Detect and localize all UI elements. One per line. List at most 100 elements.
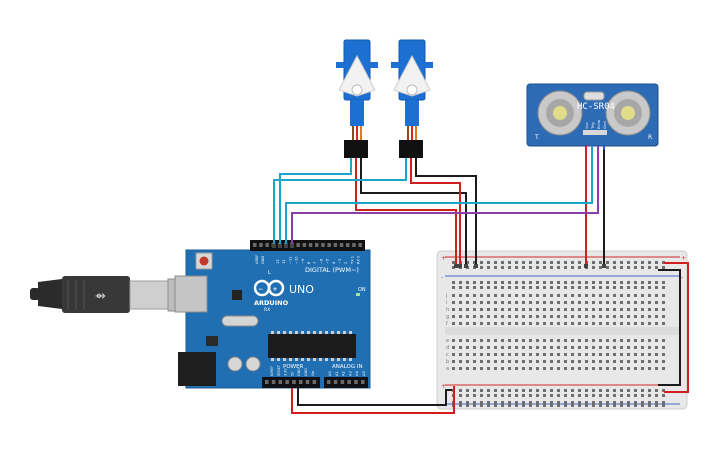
breadboard-hole[interactable] xyxy=(627,339,630,342)
rail-hole[interactable] xyxy=(627,401,630,404)
breadboard-hole[interactable] xyxy=(487,308,490,311)
rail-hole[interactable] xyxy=(473,286,476,289)
breadboard-hole[interactable] xyxy=(529,322,532,325)
breadboard-hole[interactable] xyxy=(515,294,518,297)
rail-hole[interactable] xyxy=(585,286,588,289)
breadboard-hole[interactable] xyxy=(578,308,581,311)
breadboard-hole[interactable] xyxy=(564,353,567,356)
rail-hole[interactable] xyxy=(578,286,581,289)
rail-hole[interactable] xyxy=(606,401,609,404)
header-pin[interactable] xyxy=(327,243,331,247)
breadboard-hole[interactable] xyxy=(557,360,560,363)
rail-hole[interactable] xyxy=(627,404,630,407)
breadboard-hole[interactable] xyxy=(648,322,651,325)
breadboard-hole[interactable] xyxy=(599,322,602,325)
breadboard-hole[interactable] xyxy=(662,353,665,356)
rail-hole[interactable] xyxy=(585,394,588,397)
breadboard-hole[interactable] xyxy=(557,301,560,304)
breadboard-hole[interactable] xyxy=(508,339,511,342)
breadboard-hole[interactable] xyxy=(564,367,567,370)
rail-hole[interactable] xyxy=(613,281,616,284)
breadboard-hole[interactable] xyxy=(550,367,553,370)
breadboard-hole[interactable] xyxy=(466,367,469,370)
breadboard-hole[interactable] xyxy=(613,294,616,297)
breadboard-hole[interactable] xyxy=(613,301,616,304)
breadboard-hole[interactable] xyxy=(585,339,588,342)
breadboard-hole[interactable] xyxy=(508,315,511,318)
rail-hole[interactable] xyxy=(557,266,560,269)
breadboard-hole[interactable] xyxy=(634,339,637,342)
breadboard-hole[interactable] xyxy=(606,294,609,297)
rail-hole[interactable] xyxy=(494,261,497,264)
rail-hole[interactable] xyxy=(543,281,546,284)
rail-hole[interactable] xyxy=(480,404,483,407)
breadboard-hole[interactable] xyxy=(536,308,539,311)
breadboard-hole[interactable] xyxy=(613,322,616,325)
breadboard-hole[interactable] xyxy=(592,367,595,370)
rail-hole[interactable] xyxy=(564,266,567,269)
breadboard-hole[interactable] xyxy=(578,322,581,325)
wire-servo2-signal[interactable] xyxy=(273,158,407,246)
breadboard-hole[interactable] xyxy=(557,315,560,318)
breadboard-hole[interactable] xyxy=(620,322,623,325)
rail-hole[interactable] xyxy=(557,401,560,404)
header-pin[interactable] xyxy=(361,380,365,384)
breadboard-hole[interactable] xyxy=(606,315,609,318)
rail-hole[interactable] xyxy=(536,401,539,404)
rail-hole[interactable] xyxy=(606,404,609,407)
breadboard-hole[interactable] xyxy=(466,322,469,325)
rail-hole[interactable] xyxy=(522,389,525,392)
wire-arduino-5v[interactable] xyxy=(291,386,455,414)
header-pin[interactable] xyxy=(265,380,269,384)
breadboard-hole[interactable] xyxy=(585,346,588,349)
breadboard-hole[interactable] xyxy=(634,308,637,311)
breadboard-hole[interactable] xyxy=(648,315,651,318)
breadboard-hole[interactable] xyxy=(655,322,658,325)
rail-hole[interactable] xyxy=(592,401,595,404)
breadboard-hole[interactable] xyxy=(529,294,532,297)
breadboard-hole[interactable] xyxy=(634,346,637,349)
breadboard-hole[interactable] xyxy=(543,322,546,325)
breadboard-hole[interactable] xyxy=(550,360,553,363)
breadboard-hole[interactable] xyxy=(480,339,483,342)
breadboard-hole[interactable] xyxy=(452,360,455,363)
header-pin[interactable] xyxy=(299,380,303,384)
rail-hole[interactable] xyxy=(501,389,504,392)
breadboard-hole[interactable] xyxy=(578,315,581,318)
rail-hole[interactable] xyxy=(578,394,581,397)
rail-hole[interactable] xyxy=(522,261,525,264)
rail-hole[interactable] xyxy=(501,266,504,269)
breadboard-hole[interactable] xyxy=(613,339,616,342)
breadboard-hole[interactable] xyxy=(515,367,518,370)
header-pin[interactable] xyxy=(333,243,338,247)
rail-hole[interactable] xyxy=(529,404,532,407)
rail-hole[interactable] xyxy=(508,281,511,284)
rail-hole[interactable] xyxy=(599,404,602,407)
breadboard-hole[interactable] xyxy=(571,360,574,363)
rail-hole[interactable] xyxy=(522,286,525,289)
rail-hole[interactable] xyxy=(620,394,623,397)
breadboard-hole[interactable] xyxy=(543,367,546,370)
rail-hole[interactable] xyxy=(452,266,455,269)
rail-hole[interactable] xyxy=(494,266,497,269)
rail-hole[interactable] xyxy=(571,401,574,404)
breadboard-hole[interactable] xyxy=(494,322,497,325)
rail-hole[interactable] xyxy=(662,286,665,289)
rail-hole[interactable] xyxy=(550,266,553,269)
breadboard-hole[interactable] xyxy=(522,353,525,356)
breadboard-hole[interactable] xyxy=(634,360,637,363)
rail-hole[interactable] xyxy=(641,261,644,264)
rail-hole[interactable] xyxy=(452,281,455,284)
rail-hole[interactable] xyxy=(592,286,595,289)
rail-hole[interactable] xyxy=(501,261,504,264)
breadboard-hole[interactable] xyxy=(606,346,609,349)
breadboard-hole[interactable] xyxy=(578,367,581,370)
breadboard-hole[interactable] xyxy=(599,353,602,356)
wire-servo1-ground[interactable] xyxy=(360,158,467,266)
rail-hole[interactable] xyxy=(578,281,581,284)
rail-hole[interactable] xyxy=(529,261,532,264)
breadboard-hole[interactable] xyxy=(606,339,609,342)
rail-hole[interactable] xyxy=(508,261,511,264)
rail-hole[interactable] xyxy=(515,281,518,284)
breadboard-hole[interactable] xyxy=(655,308,658,311)
